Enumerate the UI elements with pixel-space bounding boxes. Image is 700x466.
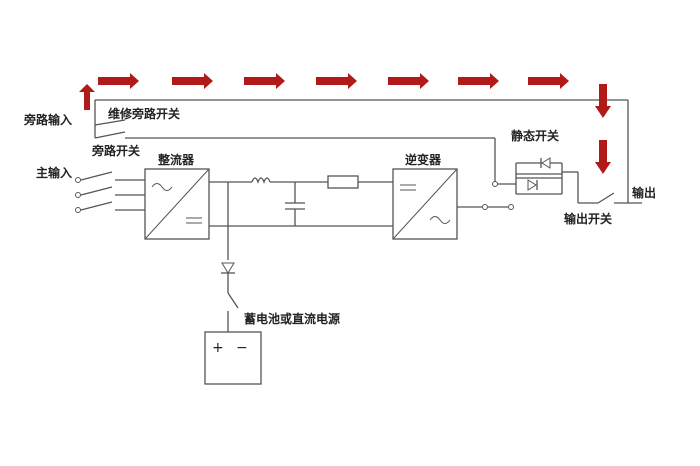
inverter-label: 逆变器 — [405, 152, 442, 167]
maintenance-bypass-switch-label: 维修旁路开关 — [108, 106, 180, 121]
output-label: 输出 — [632, 185, 656, 200]
output-switch — [578, 192, 642, 204]
inverter-output-line — [457, 204, 514, 210]
main-input-lines — [75, 171, 145, 213]
main-input-label: 主输入 — [36, 165, 72, 180]
bypass-flow-arrows — [79, 73, 611, 174]
maintenance-bypass-switch — [94, 119, 126, 126]
inverter-block — [392, 168, 458, 240]
bypass-line — [94, 99, 629, 203]
dc-bus — [209, 175, 393, 260]
battery-branch — [204, 262, 262, 385]
battery-plus-sign: + — [212, 340, 224, 356]
static-switch-label: 静态开关 — [511, 128, 559, 143]
battery-minus-sign: − — [236, 340, 248, 356]
rectifier-block — [144, 168, 210, 240]
output-switch-label: 输出开关 — [564, 211, 612, 226]
rectifier-label: 整流器 — [157, 152, 195, 167]
bypass-switch-label: 旁路开关 — [91, 143, 140, 158]
static-switch — [497, 157, 579, 203]
battery-dc-source-label: 蓄电池或直流电源 — [244, 311, 340, 326]
bypass-input-label: 旁路输入 — [23, 112, 72, 127]
